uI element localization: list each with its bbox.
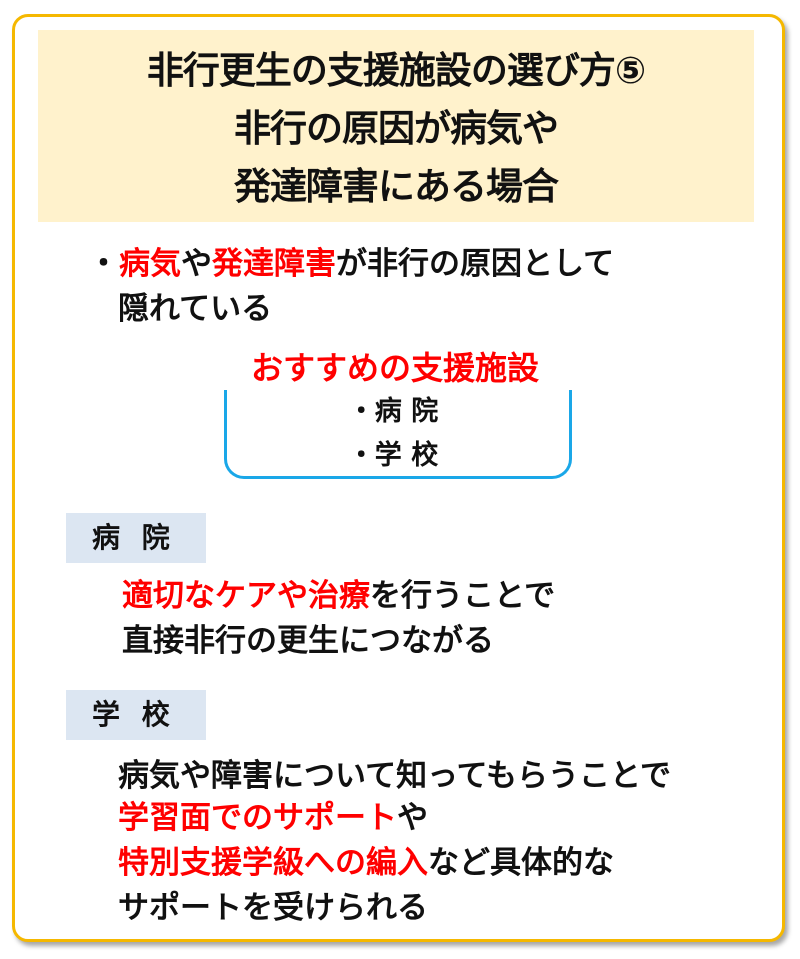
school-line-2: 学習面でのサポートや bbox=[118, 792, 428, 837]
school-line-1: 病気や障害について知ってもらうことで bbox=[118, 758, 672, 794]
highlight-special-class: 特別支援学級への編入 bbox=[118, 845, 428, 881]
highlight-learning-support: 学習面でのサポート bbox=[118, 800, 397, 836]
section-label-hospital: 病 院 bbox=[66, 513, 206, 563]
title-line-3: 発達障害にある場合 bbox=[234, 165, 559, 208]
hospital-line-2: 直接非行の更生につながる bbox=[122, 623, 494, 659]
intro-line-1: ・病気や発達障害が非行の原因として bbox=[88, 238, 614, 283]
recommend-bracket: ・病 院 ・学 校 bbox=[224, 390, 572, 479]
text: など具体的な bbox=[428, 845, 614, 881]
intro-line-2: 隠れている bbox=[118, 291, 273, 327]
text: が非行の原因として bbox=[336, 246, 615, 282]
school-line-4: サポートを受けられる bbox=[118, 890, 428, 926]
highlight-developmental-disorder: 発達障害 bbox=[212, 246, 336, 282]
title-banner: 非行更生の支援施設の選び方⑤ 非行の原因が病気や 発達障害にある場合 bbox=[38, 30, 754, 222]
recommend-item: ・病 院 bbox=[347, 396, 439, 427]
section-label-school: 学 校 bbox=[66, 690, 206, 740]
text: や bbox=[181, 246, 212, 282]
hospital-line-1: 適切なケアや治療を行うことで bbox=[122, 570, 555, 615]
highlight-illness: 病気 bbox=[119, 246, 181, 282]
title-line-2: 非行の原因が病気や bbox=[234, 107, 559, 150]
highlight-care: 適切なケアや治療 bbox=[122, 578, 370, 614]
text: を行うことで bbox=[370, 578, 556, 614]
text: や bbox=[397, 800, 428, 836]
bullet: ・ bbox=[88, 246, 119, 282]
recommend-heading: おすすめの支援施設 bbox=[250, 349, 539, 387]
recommend-item: ・学 校 bbox=[347, 440, 439, 471]
school-line-3: 特別支援学級への編入など具体的な bbox=[118, 837, 614, 882]
title-line-1: 非行更生の支援施設の選び方⑤ bbox=[146, 49, 646, 92]
